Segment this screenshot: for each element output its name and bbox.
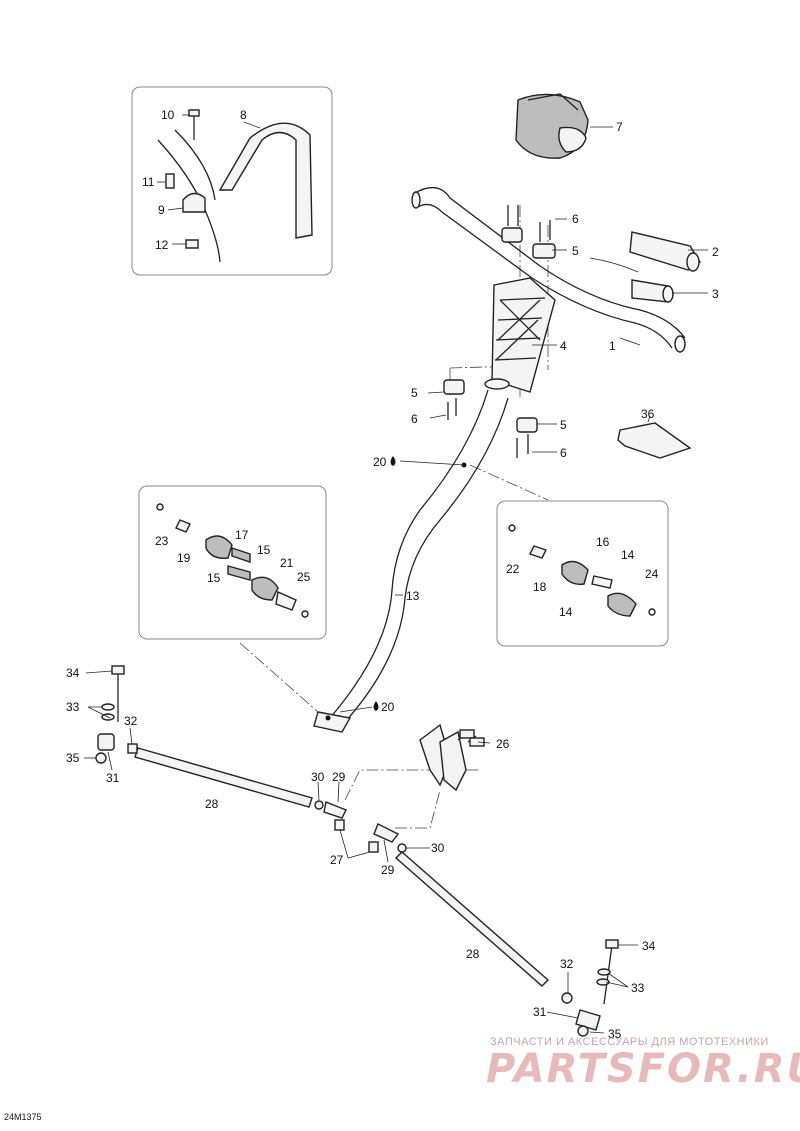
steering-arm [419, 723, 485, 792]
callout-10: 10 [161, 108, 175, 122]
lower-tie-rod [368, 823, 619, 1037]
callout-29-upper: 29 [332, 770, 346, 784]
watermark-logo: PARTSFOR.RU [486, 1046, 800, 1092]
watermark-tagline: ЗАПЧАСТИ И АКСЕССУАРЫ ДЛЯ МОТОТЕХНИКИ [490, 1036, 769, 1048]
detail-box-handlebar-clamp [131, 86, 333, 276]
callout-16: 16 [596, 535, 610, 549]
handlebar-pad [491, 277, 556, 393]
grease-drop-icon-upper [390, 456, 396, 466]
grip-left [629, 231, 701, 272]
grease-drop-icon-lower [373, 701, 379, 711]
grip-right [631, 279, 674, 303]
callout-15-b: 15 [207, 571, 221, 585]
upper-tie-rod [95, 665, 347, 831]
switch-housing [515, 93, 589, 159]
steering-column [313, 378, 510, 733]
callout-20-upper: 20 [373, 455, 387, 469]
callout-27: 27 [330, 853, 344, 867]
callout-19: 19 [177, 551, 191, 565]
callout-2: 2 [712, 245, 719, 259]
callout-labels: 1 2 3 4 5 5 5 6 6 6 7 8 9 10 11 12 13 14… [66, 108, 719, 1041]
callout-21: 21 [280, 556, 294, 570]
callout-1: 1 [609, 339, 616, 353]
callout-32-upper: 32 [124, 714, 138, 728]
callout-31-upper: 31 [106, 771, 120, 785]
leader-lines [84, 114, 708, 1034]
callout-30-lower: 30 [431, 841, 445, 855]
callout-3: 3 [712, 287, 719, 301]
upper-clamps [443, 227, 556, 433]
callout-32-lower: 32 [560, 957, 574, 971]
callout-33-lower: 33 [631, 981, 645, 995]
callout-20-lower: 20 [381, 700, 395, 714]
callout-18: 18 [533, 580, 547, 594]
steering-pad [617, 422, 692, 459]
callout-5-top: 5 [572, 244, 579, 258]
handlebar [411, 186, 686, 353]
callout-23: 23 [155, 534, 169, 548]
callout-14-a: 14 [621, 548, 635, 562]
detail-box-left-tie-rod-end [138, 485, 327, 640]
callout-28-lower: 28 [466, 947, 480, 961]
callout-22: 22 [506, 562, 520, 576]
callout-24: 24 [645, 567, 659, 581]
callout-12: 12 [155, 238, 169, 252]
handlebar-bracket [157, 122, 313, 263]
clamp-bolts [447, 205, 551, 458]
callout-4: 4 [560, 339, 567, 353]
callout-6-right: 6 [560, 446, 567, 460]
document-id: 24M1375 [4, 1112, 42, 1122]
callout-15-a: 15 [257, 543, 271, 557]
callout-30-upper: 30 [311, 770, 325, 784]
callout-11: 11 [142, 175, 155, 189]
bracket-hardware [165, 109, 206, 249]
left-tie-rod-end-parts [156, 503, 309, 618]
callout-28-upper: 28 [205, 797, 219, 811]
callout-6-top: 6 [572, 212, 579, 226]
callout-6-left: 6 [411, 412, 418, 426]
detail-box-right-tie-rod-end [496, 500, 669, 647]
callout-34-upper: 34 [66, 666, 80, 680]
callout-26: 26 [496, 737, 510, 751]
callout-25: 25 [297, 570, 311, 584]
callout-14-b: 14 [559, 605, 573, 619]
callout-35-upper: 35 [66, 751, 80, 765]
callout-36: 36 [641, 407, 655, 421]
callout-35-lower: 35 [608, 1027, 622, 1041]
callout-7: 7 [616, 120, 623, 134]
callout-13: 13 [406, 589, 420, 603]
callout-17: 17 [235, 528, 249, 542]
callout-5-right: 5 [560, 418, 567, 432]
callout-8: 8 [240, 108, 247, 122]
callout-34-lower: 34 [642, 939, 656, 953]
callout-29-lower: 29 [381, 863, 395, 877]
callout-33-upper: 33 [66, 700, 80, 714]
right-tie-rod-end-parts [508, 524, 656, 617]
callout-5-left: 5 [411, 386, 418, 400]
callout-9: 9 [158, 203, 165, 217]
callout-31-lower: 31 [533, 1005, 547, 1019]
